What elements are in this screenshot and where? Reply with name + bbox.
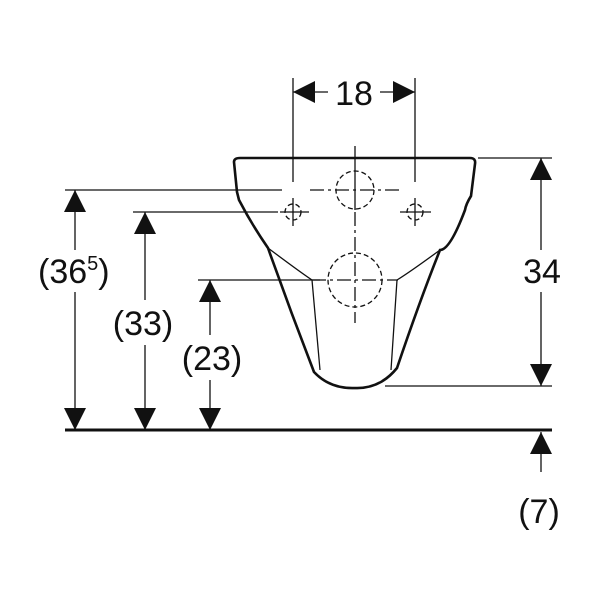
dimension-floor-offset-7: (7): [518, 432, 560, 531]
dimension-height-33: (33): [113, 211, 278, 430]
dimension-height-34: 34: [385, 157, 561, 387]
upper-connection-hole: [310, 146, 400, 210]
dimension-label-36: (36: [38, 253, 87, 291]
svg-text:(365): (365): [38, 253, 110, 291]
dimension-width-18: 18: [292, 75, 416, 182]
left-bolt-hole: [280, 198, 309, 226]
dimension-label-33: (33): [113, 305, 173, 343]
right-bolt-hole: [400, 198, 431, 226]
dimension-label-7: (7): [518, 493, 560, 531]
dimension-height-36-5: (365): [38, 189, 282, 430]
dimension-label-close: ): [98, 253, 109, 291]
dimension-label-18: 18: [335, 75, 373, 113]
lower-outlet-hole: [312, 212, 398, 323]
dimension-height-23: (23): [182, 279, 320, 430]
dimension-label-34: 34: [523, 253, 561, 291]
dimension-label-sup: 5: [87, 253, 98, 275]
dimension-label-23: (23): [182, 340, 242, 378]
